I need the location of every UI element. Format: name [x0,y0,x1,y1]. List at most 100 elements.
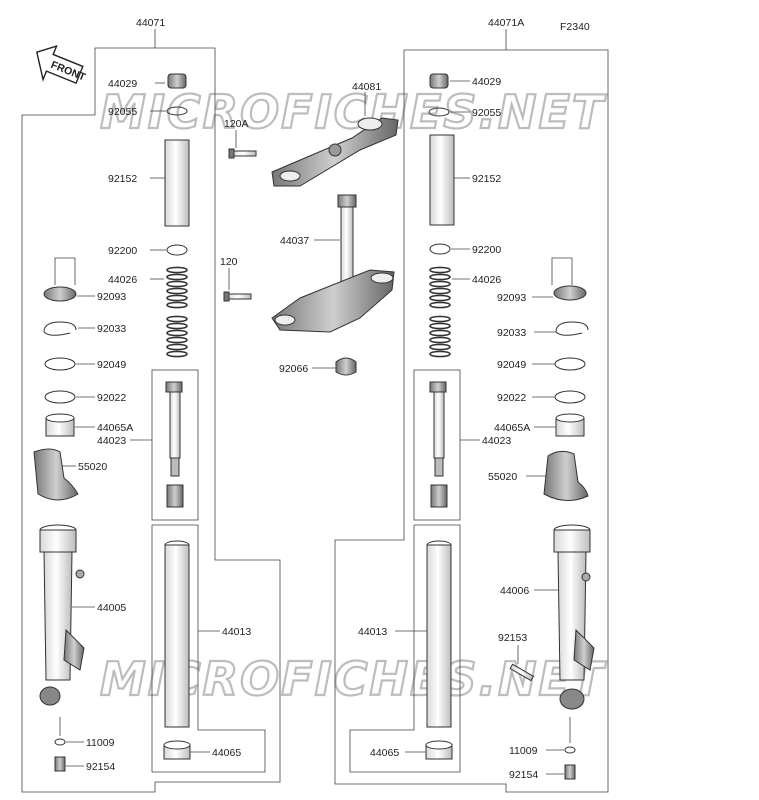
dust-seal-right [553,285,587,301]
bolt-left [54,756,66,772]
label-r-92022: 92022 [497,392,526,404]
fork-cap-bolt-left [155,73,187,89]
label-c-120A: 120A [224,118,249,130]
spring-coil [166,280,188,288]
o-ring-right [428,107,450,117]
spring-coil [166,336,188,344]
spring-coil [166,287,188,295]
upper-bracket [271,117,399,187]
spring-coil [166,329,188,337]
label-c-44037: 44037 [280,235,309,247]
label-l-92200: 92200 [108,245,137,257]
label-r-92033: 92033 [497,327,526,339]
label-c-120: 120 [220,256,238,268]
label-l-44023: 44023 [97,435,126,447]
label-l-92022: 92022 [97,392,126,404]
spring-coil [429,329,451,337]
label-r-92055: 92055 [472,107,501,119]
label-c-92066: 92066 [279,363,308,375]
oil-seal-left [44,357,76,371]
washer-left [166,244,188,256]
spring-coil [429,315,451,323]
guide-bushing-left [45,413,75,437]
group-label-right: 44071A [488,17,524,29]
front-arrow-icon: FRONT [36,45,88,85]
figure-code: F2340 [560,21,590,33]
spring-coil [166,301,188,309]
spacer-pipe-left [164,139,190,227]
spring-coil [166,273,188,281]
bolt-lower-clamp [223,291,252,302]
outer-tube-right [553,524,595,710]
spring-coil [166,350,188,358]
cylinder-box-right [413,369,461,521]
group-bracket-left [21,29,281,793]
cylinder-left [165,381,184,508]
label-r-92093: 92093 [497,292,526,304]
label-l-92152: 92152 [108,173,137,185]
label-r-44029: 44029 [472,76,501,88]
group-bracket-right [334,29,609,793]
label-l-44065: 44065 [212,747,241,759]
steering-stem [271,194,395,333]
label-l-92154: 92154 [86,761,115,773]
seal-washer-left [44,390,76,404]
label-l-55020: 55020 [78,461,107,473]
label-l-92049: 92049 [97,359,126,371]
label-r-44006: 44006 [500,585,529,597]
label-l-44029: 44029 [108,78,137,90]
fork-guard-right [543,450,589,501]
inner-tube-box-right [349,524,461,773]
gasket-left [54,738,66,746]
spring-coil [429,294,451,302]
group-label-left: 44071 [136,17,165,29]
label-l-44065A: 44065A [97,422,133,434]
label-l-11009: 11009 [86,737,115,749]
label-c-44081: 44081 [352,81,381,93]
cylinder-box-left [151,369,199,521]
label-r-92154: 92154 [509,769,538,781]
slide-bushing-left [163,740,191,760]
gasket-right [564,746,576,754]
spring-coil [429,343,451,351]
spring-coil [166,315,188,323]
bolt-right [564,764,576,780]
watermark-top: MICROFICHES.NET [100,85,607,139]
label-l-92093: 92093 [97,291,126,303]
label-r-44023: 44023 [482,435,511,447]
circlip-left [43,321,77,336]
label-l-44013: 44013 [222,626,251,638]
washer-right [429,243,451,255]
spring-coil [166,266,188,274]
stem-nut-cap [335,357,357,376]
spring-coil [166,322,188,330]
fork-spring-left [166,266,188,358]
label-r-44013: 44013 [358,626,387,638]
label-r-11009: 11009 [509,745,538,757]
label-r-44065: 44065 [370,747,399,759]
label-l-44026: 44026 [108,274,137,286]
label-r-44026: 44026 [472,274,501,286]
outer-tube-left [39,524,85,706]
spring-coil [429,350,451,358]
circlip-right [555,321,589,336]
spring-coil [429,273,451,281]
spring-coil [429,322,451,330]
spring-coil [166,343,188,351]
oil-seal-right [554,357,586,371]
spring-coil [429,280,451,288]
guide-bushing-right [555,413,585,437]
label-r-44065A: 44065A [494,422,530,434]
inner-tube-left [164,540,190,728]
spring-coil [429,287,451,295]
dust-seal-left [43,286,77,302]
slide-bushing-right [425,740,453,760]
label-r-92152: 92152 [472,173,501,185]
fork-guard-left [33,448,79,501]
spring-coil [429,266,451,274]
axle-clamp-bolt-right [509,663,535,682]
inner-tube-right [426,540,452,728]
spacer-pipe-right [429,134,455,226]
label-l-44005: 44005 [97,602,126,614]
